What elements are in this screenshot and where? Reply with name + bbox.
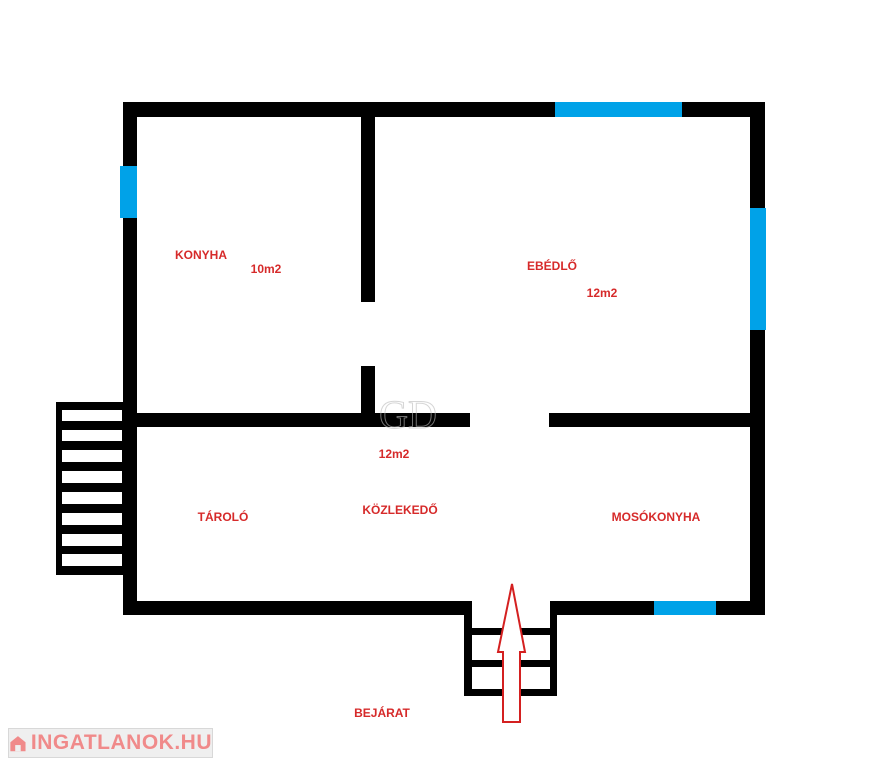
window-bottom xyxy=(654,601,716,615)
side-stairs-frame xyxy=(56,402,125,575)
logo: INGATLANOK.HU xyxy=(8,728,213,758)
window-right xyxy=(750,208,766,330)
wall-right xyxy=(750,102,765,615)
wall-inner-vertical-bottom xyxy=(361,366,375,427)
room-label-kozlekedo: KÖZLEKEDŐ xyxy=(362,503,438,517)
logo-text: INGATLANOK.HU xyxy=(30,731,212,754)
wall-inner-horizontal-right xyxy=(549,413,750,427)
wall-inner-vertical-top xyxy=(361,117,375,302)
room-area-kozlekedo: 12m2 xyxy=(378,447,410,461)
room-area-ebedlo: 12m2 xyxy=(586,286,618,300)
entrance-arrow-icon xyxy=(496,583,527,723)
window-left xyxy=(120,166,137,218)
room-label-ebedlo: EBÉDLŐ xyxy=(526,259,578,273)
room-label-tarolo: TÁROLÓ xyxy=(197,510,249,524)
window-top xyxy=(555,102,682,117)
wall-left xyxy=(123,102,137,615)
wall-bottom-left xyxy=(123,601,472,615)
watermark: GD xyxy=(379,392,437,437)
windows xyxy=(120,102,766,615)
entrance-label: BEJÁRAT xyxy=(354,706,410,720)
side-stairs xyxy=(56,402,125,575)
wall-inner-horizontal-left xyxy=(137,413,470,427)
room-label-konyha: KONYHA xyxy=(174,248,228,262)
walls xyxy=(123,102,765,615)
room-area-konyha: 10m2 xyxy=(250,262,282,276)
house-icon xyxy=(10,736,26,752)
room-label-mosokonyha: MOSÓKONYHA xyxy=(611,510,701,524)
